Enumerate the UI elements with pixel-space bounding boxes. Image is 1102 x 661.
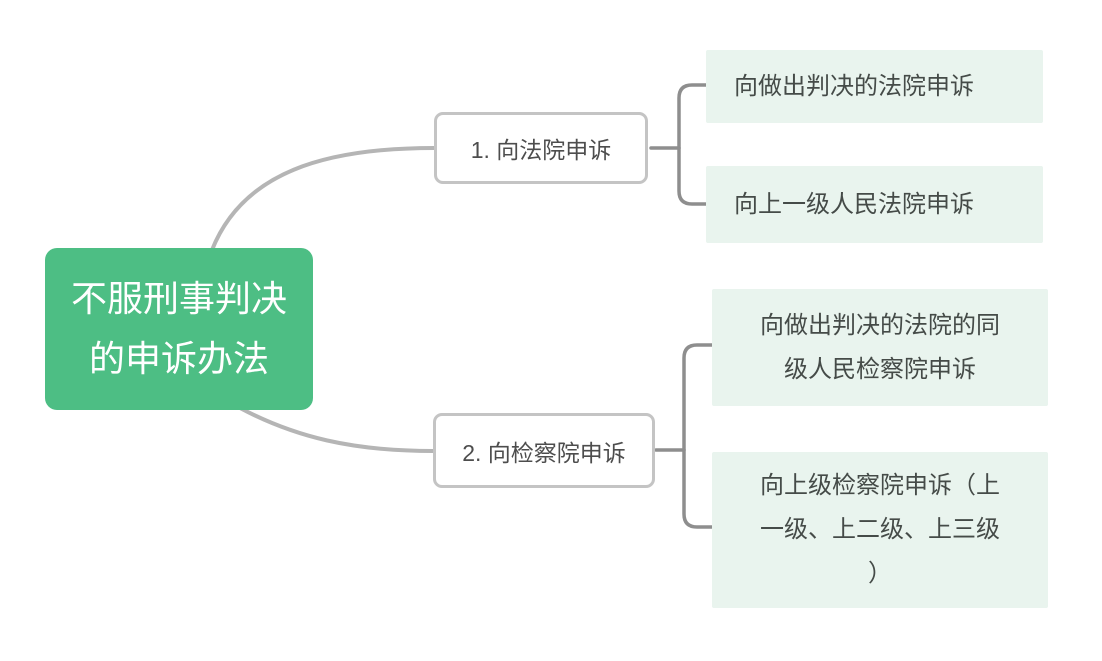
root-topic-line1: 不服刑事判决 xyxy=(70,278,287,319)
leaf-topic-same-level-procuratorate-line2: 级人民检察院申诉 xyxy=(784,355,976,383)
branch-topic-procuratorate-appeal-label: 2. 向检察院申诉 xyxy=(462,439,626,466)
leaf-topic-judging-court-line1: 向做出判决的法院申诉 xyxy=(734,72,974,100)
leaf-topic-same-level-procuratorate[interactable]: 向做出判决的法院的同 级人民检察院申诉 xyxy=(712,289,1048,406)
leaf-topic-judging-court[interactable]: 向做出判决的法院申诉 xyxy=(706,50,1043,123)
leaf-topic-higher-procuratorate-line3: ） xyxy=(868,560,892,587)
branch-topic-court-appeal[interactable]: 1. 向法院申诉 xyxy=(434,112,648,184)
leaf-topic-higher-procuratorate-line1: 向上级检察院申诉（上 xyxy=(760,472,1000,499)
leaf-topic-higher-procuratorate-line2: 一级、上二级、上三级 xyxy=(760,516,1000,543)
branch-topic-court-appeal-label: 1. 向法院申诉 xyxy=(470,137,612,163)
leaf-topic-higher-court[interactable]: 向上一级人民法院申诉 xyxy=(706,166,1043,243)
leaf-topic-same-level-procuratorate-line1: 向做出判决的法院的同 xyxy=(760,311,1000,339)
connector-root-to-branch1 xyxy=(210,146,436,252)
root-topic[interactable]: 不服刑事判决 的申诉办法 xyxy=(45,248,313,410)
root-topic-line2: 的申诉办法 xyxy=(88,338,269,379)
connector-root-to-branch2 xyxy=(238,406,435,453)
leaf-topic-higher-court-line1: 向上一级人民法院申诉 xyxy=(734,190,974,218)
leaf-topic-higher-procuratorate[interactable]: 向上级检察院申诉（上 一级、上二级、上三级 ） xyxy=(712,452,1048,608)
branch-topic-procuratorate-appeal[interactable]: 2. 向检察院申诉 xyxy=(433,413,655,488)
